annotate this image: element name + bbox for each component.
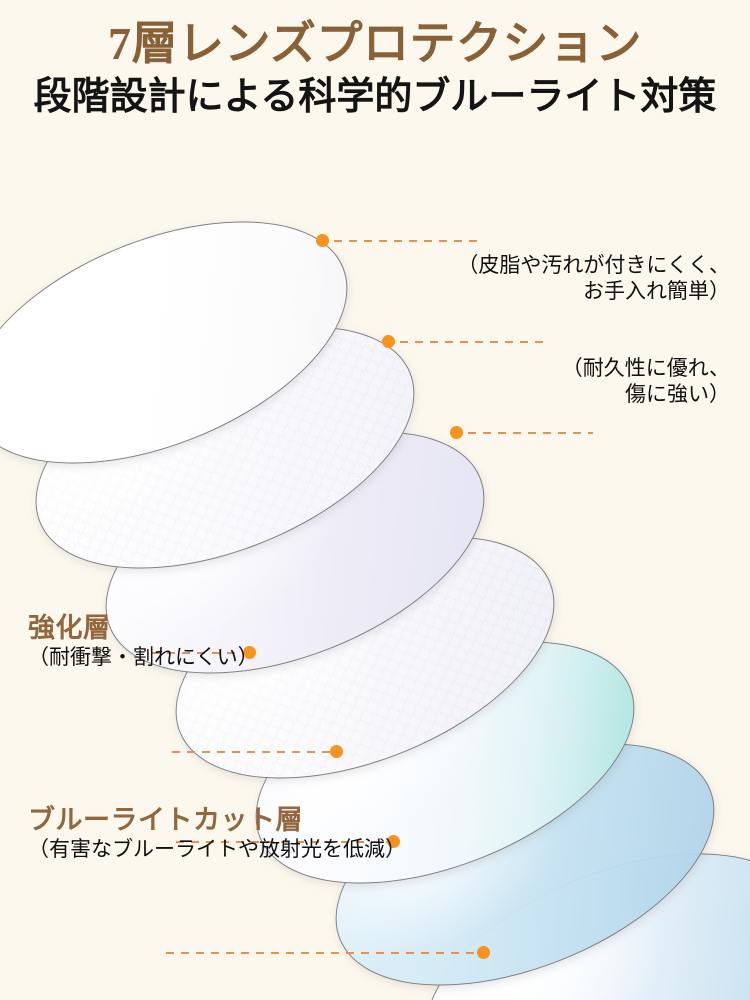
- connector-dot-7: [477, 946, 490, 959]
- connector-line-1: [334, 240, 479, 242]
- callout-desc-line-2: お手入れ簡単）: [583, 279, 730, 304]
- connector-dot-4: [243, 646, 256, 659]
- callout-durability: （耐久性に優れ、 傷に強い）: [430, 355, 730, 408]
- connector-line-6: [176, 841, 388, 843]
- connector-dot-1: [316, 234, 329, 247]
- connector-dot-3: [450, 426, 463, 439]
- callout-antifouling: （皮脂や汚れが付きにくく、 お手入れ簡単）: [430, 252, 730, 305]
- connector-dot-6: [387, 835, 400, 848]
- callout-title: ブルーライトカット層: [28, 805, 303, 835]
- callout-bluelight: ブルーライトカット層 （有害なブルーライトや放射光を低減）: [28, 805, 458, 863]
- callout-reinforcement: 強化層 （耐衝撃・割れにくい）: [28, 613, 428, 671]
- connector-line-5: [172, 751, 332, 753]
- callout-desc-line-1: （皮脂や汚れが付きにくく、: [457, 253, 730, 277]
- connector-dot-2: [382, 335, 395, 348]
- connector-line-4: [152, 652, 244, 654]
- callout-desc-line-1: （耐衝撃・割れにくい）: [28, 645, 259, 670]
- connector-line-2: [400, 341, 548, 343]
- connector-dot-5: [330, 745, 343, 758]
- connector-line-3: [468, 432, 593, 434]
- connector-line-7: [166, 952, 478, 954]
- callout-desc-line-1: （有害なブルーライトや放射光を低減）: [28, 837, 406, 862]
- callout-title: 強化層: [28, 613, 111, 643]
- callout-desc-line-2: 傷に強い）: [625, 382, 730, 407]
- callout-desc-line-1: （耐久性に優れ、: [561, 356, 730, 380]
